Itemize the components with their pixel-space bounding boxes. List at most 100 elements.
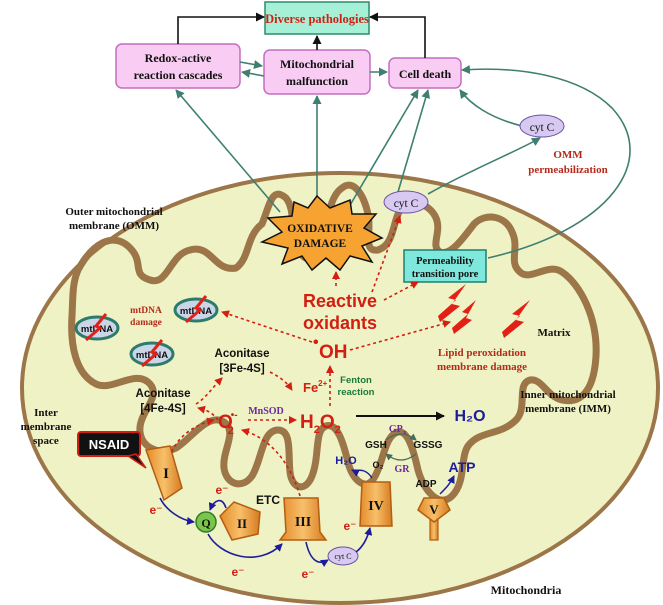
electron-path-cytc-to-iv [355, 527, 373, 553]
electron-path-ii-to-q [208, 499, 227, 511]
cytc-outside-ellipse [519, 114, 565, 138]
reactive-oxidants-label-1: Reactive [303, 291, 377, 311]
arrow-o2-to-h2o-iv [351, 469, 373, 479]
mtdna-2: mtDNA [74, 313, 120, 342]
arrow-ptp-to-celldeath-loop [461, 64, 631, 259]
arrow-celldeath-to-pathologies [369, 12, 426, 58]
adp-label: ADP [415, 479, 436, 490]
lightning-icon [185, 295, 208, 324]
diverse-pathologies-box [264, 1, 370, 35]
mtdna-1: mtDNA [173, 295, 219, 324]
cytc-etc-ellipse [327, 546, 359, 566]
complex-ii-label: II [237, 516, 247, 531]
mito-malfunction-label-2: malfunction [286, 74, 348, 88]
cell-death-label: Cell death [399, 67, 452, 81]
redox-cascades-label-2: reaction cascades [134, 68, 223, 82]
electron-path-iii-to-cytc [305, 541, 329, 568]
arrow-malfunction-to-redox [241, 69, 265, 78]
arrow-cytc-to-celldeath [397, 89, 431, 193]
redox-cascades-label-1: Redox-active [145, 51, 212, 65]
fenton-label-1: Fenton [340, 375, 372, 386]
ubiquinone-q [195, 511, 217, 533]
arrow-redox-to-malfunction [239, 60, 263, 69]
mtdna-damage-label-1: mtDNA [130, 306, 162, 316]
arrow-oxidants-to-mtdna [221, 310, 313, 343]
complex-iii-label: III [295, 515, 311, 530]
electron-label-2: e⁻ [215, 483, 228, 497]
mitochondria-label: Mitochondria [491, 583, 562, 597]
ptp-label-2: transition pore [412, 269, 479, 280]
complex-ii [219, 501, 261, 541]
ptp-box [403, 249, 487, 283]
electron-label-3: e⁻ [231, 565, 244, 579]
reactive-oxidants-label-2: oxidants [303, 313, 377, 333]
oxidative-damage-label-1: OXIDATIVE [287, 223, 353, 235]
h2o2-label: H2O2 [300, 412, 341, 436]
arrow-4fe-to-3fe [195, 377, 223, 405]
gssg-label: GSSG [414, 440, 443, 451]
lipid-label-1: Lipid peroxidation [438, 347, 526, 359]
oxidative-damage-label-2: DAMAGE [294, 238, 347, 250]
omm-label-2: membrane (OMM) [69, 220, 159, 232]
etc-label: ETC [256, 493, 280, 507]
superoxide-label: O•-2 [218, 410, 238, 437]
aconitase-4fe-label-1: Aconitase [136, 388, 191, 400]
complex-iv-label: IV [368, 499, 384, 514]
imm-label-2: membrane (IMM) [525, 403, 611, 415]
arrow-damage-to-celldeath [345, 89, 419, 213]
lightning-icon [85, 313, 108, 342]
oxygen-iv-label: O₂ [373, 460, 384, 470]
nsaid-label: NSAID [89, 437, 129, 452]
mnsod-label: MnSOD [248, 406, 284, 417]
complex-v [417, 497, 451, 523]
oxidative-damage-burst [259, 194, 384, 272]
arrow-cytc-inner-to-outer [427, 137, 541, 195]
q-label: Q [201, 516, 210, 530]
arrow-gssg-to-gsh [385, 453, 417, 461]
arrow-oxidants-to-ptp [383, 281, 419, 301]
electron-path-i-to-q [159, 497, 195, 525]
oh-dot: • [313, 334, 319, 351]
iron-label: Fe2+ [303, 379, 328, 395]
atp-label: ATP [449, 459, 476, 475]
ptp-label-1: Permeability [416, 256, 474, 267]
imm-label-1: Inner mitochondrial [520, 389, 615, 401]
complex-v-label: V [429, 502, 439, 517]
complex-iii [278, 497, 328, 541]
complex-iv [359, 481, 393, 527]
arrow-cytc-out-to-celldeath [459, 89, 523, 127]
mito-malfunction-label-1: Mitochondrial [280, 57, 355, 71]
nsaid-box [77, 431, 141, 457]
electron-label-5: e⁻ [343, 519, 356, 533]
mtdna-damage-label-2: damage [130, 318, 162, 328]
complex-i [144, 445, 183, 502]
lipid-label-2: membrane damage [437, 361, 527, 373]
electron-label-4: e⁻ [301, 567, 314, 581]
arrow-oxidants-to-lipid [349, 320, 451, 351]
intermembrane-label-3: space [33, 435, 59, 447]
gsh-label: GSH [365, 440, 387, 451]
lightning-icon [141, 339, 164, 368]
arrow-gsh-to-gssg [385, 433, 417, 441]
intermembrane-label-1: Inter [34, 407, 58, 419]
arrow-3fe-to-fe [269, 371, 293, 391]
aconitase-3fe-label-1: Aconitase [215, 348, 270, 360]
cytc-inner-label: cyt C [394, 198, 419, 210]
mitochondrion-outer-membrane [20, 171, 660, 605]
arrow-adp-to-atp [439, 475, 455, 495]
complex-i-label: I [163, 466, 169, 482]
intermembrane-label-2: membrane [21, 421, 72, 433]
arrow-complex-i-to-superoxide [171, 417, 215, 453]
diverse-pathologies-label: Diverse pathologies [265, 12, 369, 26]
lipid-damage-icon [452, 300, 476, 334]
arrow-oxidants-to-cytc [371, 215, 402, 293]
arrow-o2-to-4fe [197, 405, 219, 421]
gr-label: GR [395, 464, 411, 475]
arrow-complex-iii-to-superoxide [241, 428, 301, 497]
arrow-redox-to-pathologies [177, 12, 265, 44]
cytc-etc-label: cyt C [334, 552, 351, 561]
mtdna-3: mtDNA [129, 339, 175, 368]
omm-perm-label-1: OMM [553, 149, 583, 161]
hydroxyl-radical-label: OH [319, 342, 348, 363]
